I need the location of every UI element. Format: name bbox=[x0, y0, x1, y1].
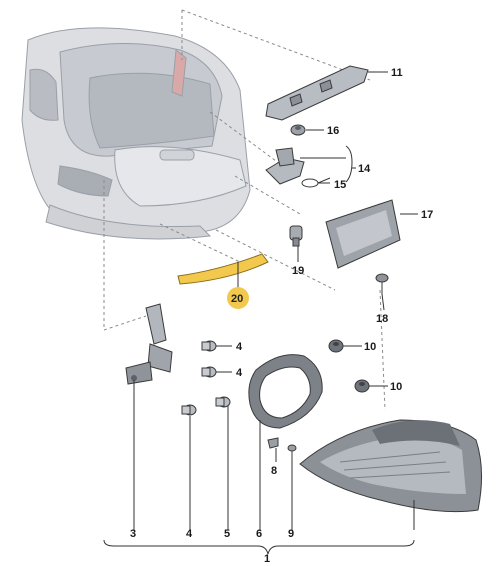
tail-lamp bbox=[299, 419, 483, 513]
callout-14: 14 bbox=[358, 163, 371, 175]
part-6-gasket bbox=[248, 354, 323, 429]
bolt-4c bbox=[181, 404, 197, 416]
leader-lines bbox=[103, 71, 418, 555]
bolt-4b bbox=[201, 366, 217, 378]
callout-16: 16 bbox=[327, 125, 339, 137]
bolt-4a bbox=[201, 340, 217, 352]
assembly-guides bbox=[103, 9, 386, 411]
bolt-5 bbox=[215, 396, 231, 408]
part-18-screw bbox=[375, 273, 389, 294]
callout-11: 11 bbox=[391, 67, 403, 79]
callout-10a: 10 bbox=[364, 341, 376, 353]
car-rear-body bbox=[21, 27, 251, 240]
part-19-grommet bbox=[289, 225, 303, 247]
callout-4b: 4 bbox=[236, 367, 243, 379]
callout-3: 3 bbox=[130, 528, 136, 540]
part-17-cover bbox=[325, 199, 401, 269]
callout-1: 1 bbox=[264, 553, 270, 565]
part-14-holder bbox=[265, 147, 305, 185]
callout-labels: 11 16 14 15 17 19 18 20 4 4 10 10 8 3 4 … bbox=[130, 67, 433, 565]
bolts bbox=[181, 340, 231, 416]
callout-15: 15 bbox=[334, 179, 346, 191]
callout-10b: 10 bbox=[390, 381, 402, 393]
callout-4a: 4 bbox=[236, 341, 243, 353]
callout-20-highlight: 20 bbox=[227, 287, 249, 309]
callout-9: 9 bbox=[288, 528, 294, 540]
part-3-bracket bbox=[125, 303, 173, 385]
callout-19: 19 bbox=[292, 265, 304, 277]
nut-10a bbox=[328, 339, 344, 353]
callout-5: 5 bbox=[224, 528, 230, 540]
part-20-trim-strip bbox=[177, 253, 269, 285]
part-16-nut bbox=[290, 124, 306, 136]
callout-20: 20 bbox=[231, 293, 243, 305]
callout-4c: 4 bbox=[186, 528, 193, 540]
part-11-bracket bbox=[265, 65, 369, 121]
callout-18: 18 bbox=[376, 313, 388, 325]
callout-8: 8 bbox=[271, 465, 277, 477]
callout-6: 6 bbox=[256, 528, 262, 540]
part-8-clip bbox=[267, 437, 279, 449]
callout-17: 17 bbox=[421, 209, 433, 221]
nut-10b bbox=[354, 379, 370, 393]
part-10-nuts bbox=[328, 339, 370, 393]
part-9-stud bbox=[287, 444, 297, 460]
